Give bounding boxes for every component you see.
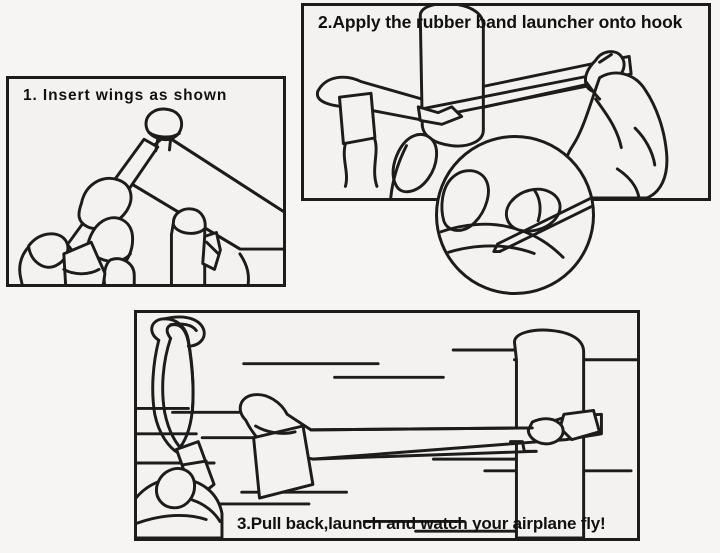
- panel-3-illustration: [137, 315, 637, 538]
- inset-illustration: [438, 169, 592, 259]
- detail-magnifier-circle: [435, 135, 595, 295]
- instruction-panel-3: 3.Pull back,launch and watch your airpla…: [134, 310, 640, 541]
- panel-2-caption: 2.Apply the rubber band launcher onto ho…: [318, 12, 683, 32]
- panel-1-illustration: [18, 107, 283, 284]
- panel-1-caption: 1. Insert wings as shown: [23, 87, 228, 104]
- instruction-panel-1: 1. Insert wings as shown: [6, 76, 286, 287]
- panel-3-caption: 3.Pull back,launch and watch your airpla…: [237, 514, 606, 533]
